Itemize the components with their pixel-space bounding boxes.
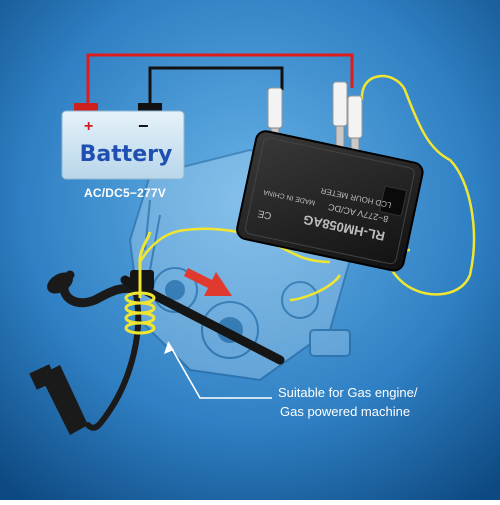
direction-arrow	[184, 268, 232, 296]
hour-meter	[236, 130, 424, 272]
sensor-wire-right	[360, 74, 476, 296]
meter-marks: CE	[256, 207, 272, 221]
negative-symbol: −	[138, 116, 149, 136]
battery-label: Battery	[79, 142, 173, 167]
positive-wire	[86, 53, 354, 104]
sensor-wire-meter	[289, 274, 342, 302]
positive-symbol: +	[84, 118, 94, 135]
negative-terminal	[138, 103, 162, 113]
sensor-coil	[124, 231, 156, 335]
battery-graphic	[61, 103, 185, 180]
negative-wire	[148, 66, 284, 104]
positive-terminal	[74, 103, 98, 113]
voltage-label: AC/DC5−277V	[84, 186, 166, 200]
cable-tie-head	[130, 270, 154, 290]
sensor-wire-loop	[138, 227, 331, 264]
caption-line-1: Suitable for Gas engine/	[278, 385, 418, 400]
sensor-harness	[29, 270, 145, 435]
caption-line-2: Gas powered machine	[280, 404, 411, 419]
battery-body	[61, 110, 185, 180]
caption-pointer	[167, 341, 272, 399]
